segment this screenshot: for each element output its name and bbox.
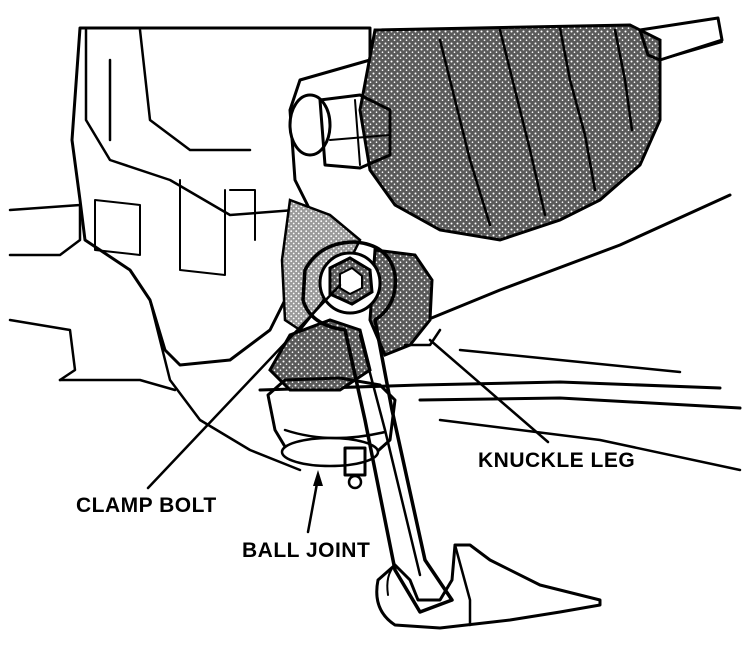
ball-joint-leader (306, 476, 320, 534)
hub-nut (288, 93, 392, 170)
steering-knuckle (70, 26, 372, 367)
leader-lines (146, 283, 550, 534)
drive-shaft-boot (358, 23, 662, 242)
lower-control-arm (258, 193, 742, 472)
frame-outline (8, 203, 302, 472)
ball-joint-label: BALL JOINT (242, 539, 370, 562)
technician-hand (375, 543, 602, 630)
clamp-bolt-leader (146, 283, 342, 490)
ball-joint-arrowhead (313, 470, 323, 486)
knuckle-leg (368, 248, 442, 357)
knuckle-leg-leader (428, 338, 550, 444)
ball-joint (266, 318, 397, 490)
clamp-bolt-label: CLAMP BOLT (76, 494, 217, 517)
drive-shaft (638, 16, 724, 62)
knuckle-leg-label: KNUCKLE LEG (478, 449, 635, 472)
